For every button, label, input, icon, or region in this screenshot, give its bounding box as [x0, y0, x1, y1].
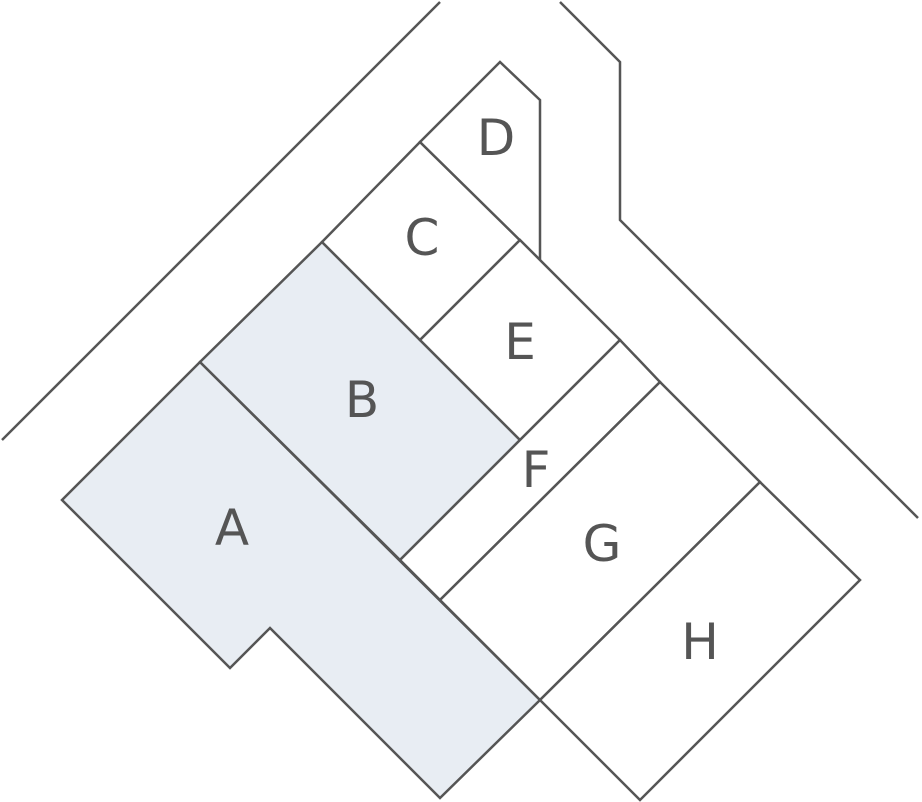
lot-e-label: E — [504, 313, 536, 371]
lot-h-label: H — [681, 613, 719, 671]
lot-d-label: D — [477, 109, 516, 167]
road-edge-right — [559, 1, 919, 519]
lot-c-label: C — [405, 209, 440, 267]
road-edge-left — [1, 1, 441, 441]
lot-h[interactable] — [538, 480, 862, 802]
lot-g-label: G — [583, 515, 622, 573]
lot-b-label: B — [345, 371, 379, 429]
lot-a-label: A — [215, 499, 249, 557]
lot-f-label: F — [522, 441, 551, 499]
